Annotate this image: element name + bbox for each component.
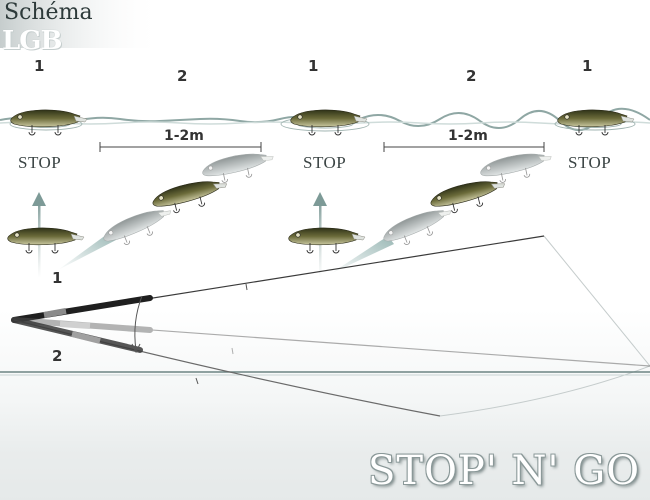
footer-band xyxy=(0,448,650,500)
surface-label-4: 2 xyxy=(466,67,477,85)
lure-ghost-1 xyxy=(200,147,277,188)
distance-bracket-1 xyxy=(99,142,262,152)
sweep-arrow xyxy=(131,295,143,354)
surface-label-5: 1 xyxy=(582,57,593,75)
surface-label-3: 1 xyxy=(308,57,319,75)
lure-surface-1 xyxy=(10,109,88,136)
watermark-logo: LGB xyxy=(2,26,62,56)
diagram-title: Schéma xyxy=(4,0,93,25)
lure-rest-2 xyxy=(288,227,366,254)
motion-trail-2 xyxy=(330,236,394,274)
lure-ghost-3 xyxy=(478,147,555,188)
fishing-line xyxy=(439,235,650,417)
rod-label-1: 1 xyxy=(52,269,63,287)
header-shade xyxy=(0,0,650,48)
rod-position-2 xyxy=(11,317,441,417)
surface-label-1: 1 xyxy=(34,57,45,75)
rod-position-1 xyxy=(11,235,545,323)
distance-label-2: 1-2m xyxy=(448,128,488,144)
stop-label-3: STOP xyxy=(568,153,612,172)
lure-ghost-2 xyxy=(99,202,177,253)
brand-title: STOP' N' GO xyxy=(368,448,640,494)
lure-surface-3 xyxy=(557,109,635,136)
dive-sequence-1 xyxy=(7,147,277,270)
rod-label-2: 2 xyxy=(52,347,63,365)
dive-sequence-2 xyxy=(288,147,555,274)
distance-label-1: 1-2m xyxy=(164,128,204,144)
distance-bracket-2 xyxy=(383,142,545,152)
stop-label-2: STOP xyxy=(303,153,347,172)
surface-label-2: 2 xyxy=(177,67,188,85)
lure-rest-1 xyxy=(7,227,85,254)
rod-position-middle xyxy=(11,317,650,367)
motion-trail-1 xyxy=(58,232,116,270)
stop-label-1: STOP xyxy=(18,153,62,172)
